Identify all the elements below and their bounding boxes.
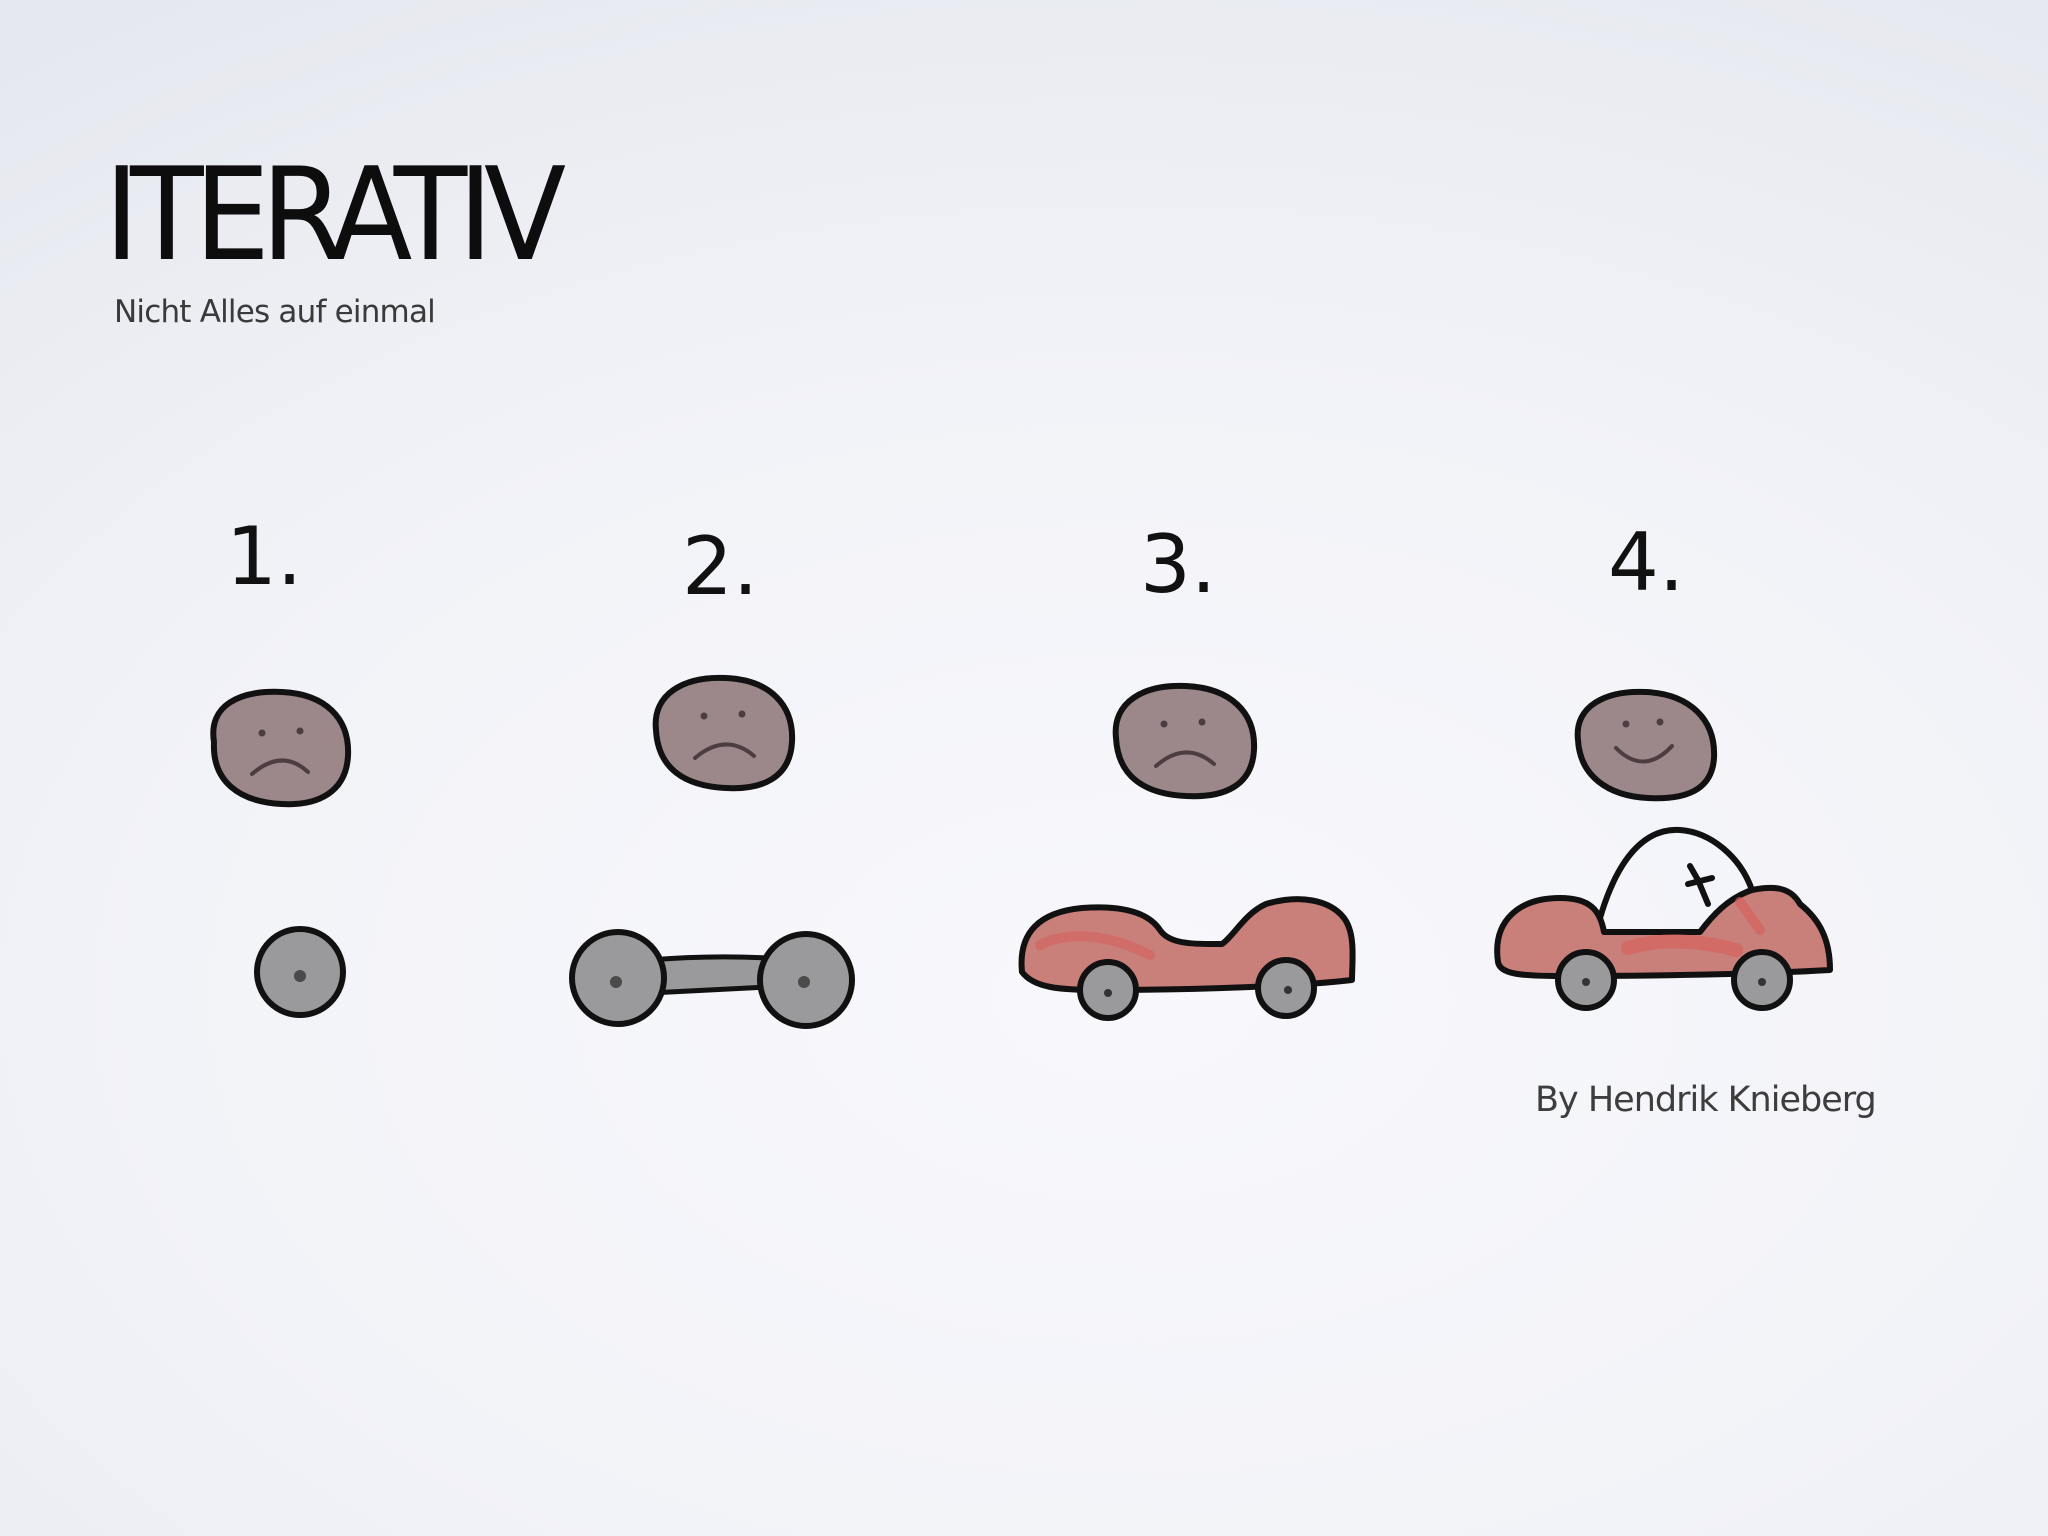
axle-icon [647,954,771,996]
step-1: 1. [210,510,352,1018]
author-credit: By Hendrik Knieberg [1535,1080,1877,1120]
step-1-label: 1. [226,510,302,603]
wheel-icon [254,926,346,1018]
wheel-icon [569,929,667,1027]
wheel-icon [1555,949,1617,1011]
step-3: 3. [1018,518,1356,1021]
step-2: 2. [569,520,855,1029]
slide-subtitle: Nicht Alles auf einmal [114,294,436,330]
wheel-icon [757,931,855,1029]
wheel-icon [1077,959,1139,1021]
step-4-label: 4. [1608,516,1684,609]
car-icon [1494,826,1833,979]
wheel-icon [1731,949,1793,1011]
wheel-icon [1255,957,1317,1019]
sad-face-icon [652,674,796,792]
slide-title: ITERATIV [104,141,566,290]
step-2-label: 2. [682,520,758,613]
happy-face-icon [1574,688,1718,802]
step-4: 4. [1494,516,1833,1011]
sad-face-icon [210,688,352,808]
step-3-label: 3. [1140,518,1216,611]
sad-face-icon [1112,682,1258,800]
